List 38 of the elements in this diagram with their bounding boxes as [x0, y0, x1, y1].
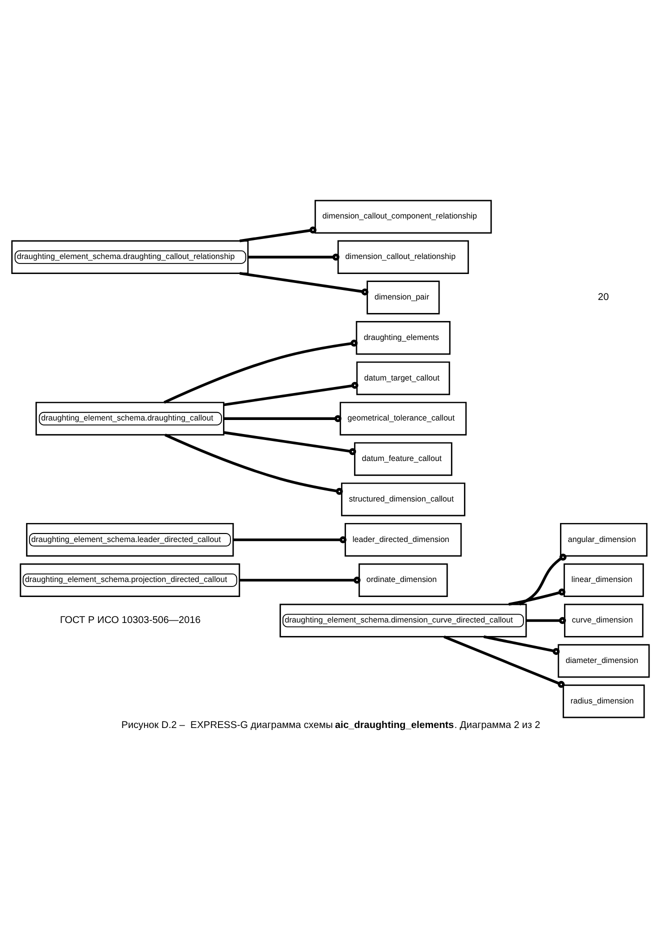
node-box: curve_dimension — [564, 603, 644, 637]
node-box: dimension_callout_component_relationship — [314, 199, 492, 234]
node-box: draughting_element_schema.draughting_callout_relationship — [11, 240, 249, 274]
connector — [444, 635, 565, 688]
connector — [526, 616, 566, 624]
node-box: dimension_pair — [366, 280, 440, 314]
node-box: angular_dimension — [560, 522, 648, 556]
node-box: linear_dimension — [564, 562, 644, 596]
connector — [224, 430, 356, 455]
connector — [240, 226, 316, 242]
node-box: draughting_element_schema.draughting_callout — [36, 401, 224, 435]
connector — [164, 433, 343, 494]
connector — [240, 271, 368, 295]
connector — [518, 553, 566, 606]
node-box: draughting_element_schema.leader_directed_callout — [26, 522, 234, 556]
caption: Рисунок D.2 – EXPRESS-G диаграмма схемы aic_draughting_elements. Диаграмма 2 из 2 — [121, 720, 540, 731]
node-box: radius_dimension — [562, 684, 645, 718]
connector — [240, 576, 361, 584]
node-box: diameter_dimension — [558, 644, 650, 678]
connector — [484, 634, 560, 654]
node-box: draughting_element_schema.dimension_curve_directed_callout — [280, 603, 527, 637]
connector — [233, 536, 347, 543]
label: ГОСТ Р ИСО 10303-506—2016 — [60, 614, 201, 626]
connector — [508, 588, 566, 606]
label: 20 — [598, 292, 609, 303]
node-box: draughting_element_schema.projection_directed_callout — [20, 562, 240, 596]
connector — [224, 381, 358, 406]
node-box: datum_feature_callout — [354, 442, 452, 476]
node-box: draughting_elements — [356, 320, 451, 354]
node-box: datum_target_callout — [356, 360, 450, 395]
node-box: structured_dimension_callout — [341, 482, 466, 516]
node-box: ordinate_dimension — [358, 562, 448, 596]
connector — [248, 253, 340, 260]
connector — [224, 414, 342, 422]
node-box: leader_directed_dimension — [344, 522, 462, 556]
connector — [164, 339, 358, 404]
node-box: dimension_callout_relationship — [337, 240, 469, 274]
node-box: geometrical_tolerance_callout — [340, 401, 467, 435]
